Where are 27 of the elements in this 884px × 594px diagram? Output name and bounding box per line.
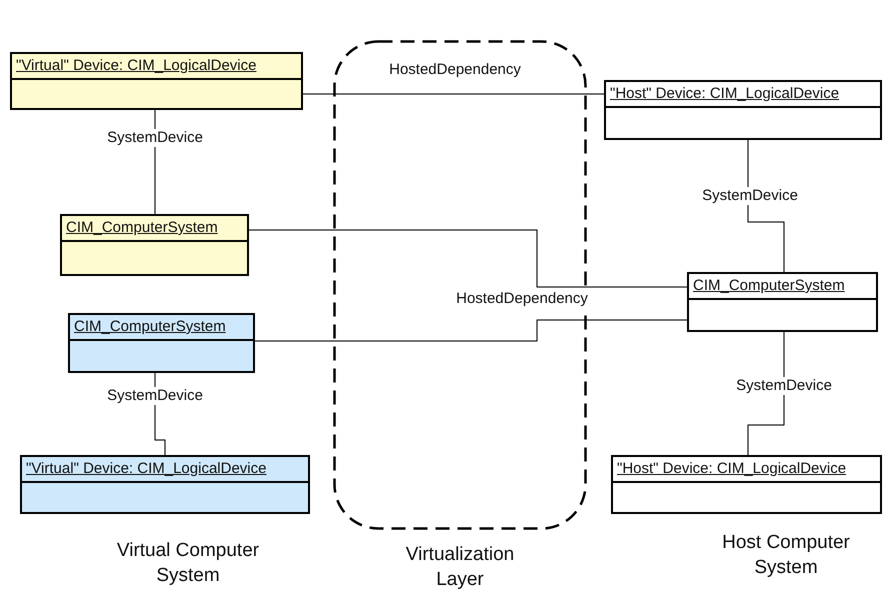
group-title: Host Computer System <box>721 531 851 580</box>
class-name: "Virtual" Device: CIM_LogicalDevice <box>25 459 268 479</box>
group-title: Virtual Computer System <box>116 539 260 588</box>
class-name: CIM_ComputerSystem <box>73 317 227 337</box>
connector-line <box>748 140 784 272</box>
class-name: "Virtual" Device: CIM_LogicalDevice <box>15 56 258 76</box>
connector-line <box>248 230 688 288</box>
edge-label: HostedDependency <box>388 61 522 79</box>
class-name: CIM_ComputerSystem <box>65 218 219 238</box>
edge-label: HostedDependency <box>455 290 589 308</box>
class-box <box>60 214 249 276</box>
edge-label: SystemDevice <box>701 187 799 205</box>
class-box <box>10 52 303 110</box>
connector-line <box>254 320 688 342</box>
group-title: Virtualization Layer <box>404 543 516 592</box>
class-name: "Host" Device: CIM_LogicalDevice <box>616 459 848 479</box>
class-name: CIM_ComputerSystem <box>692 276 846 296</box>
class-box <box>604 80 882 140</box>
connector-line <box>748 332 784 456</box>
edge-label: SystemDevice <box>106 387 204 405</box>
class-box <box>687 272 878 332</box>
class-name: "Host" Device: CIM_LogicalDevice <box>609 84 840 104</box>
class-box <box>20 455 310 514</box>
edge-label: SystemDevice <box>106 129 204 147</box>
edge-label: SystemDevice <box>735 377 833 395</box>
class-box <box>68 313 255 373</box>
class-box <box>611 455 882 514</box>
